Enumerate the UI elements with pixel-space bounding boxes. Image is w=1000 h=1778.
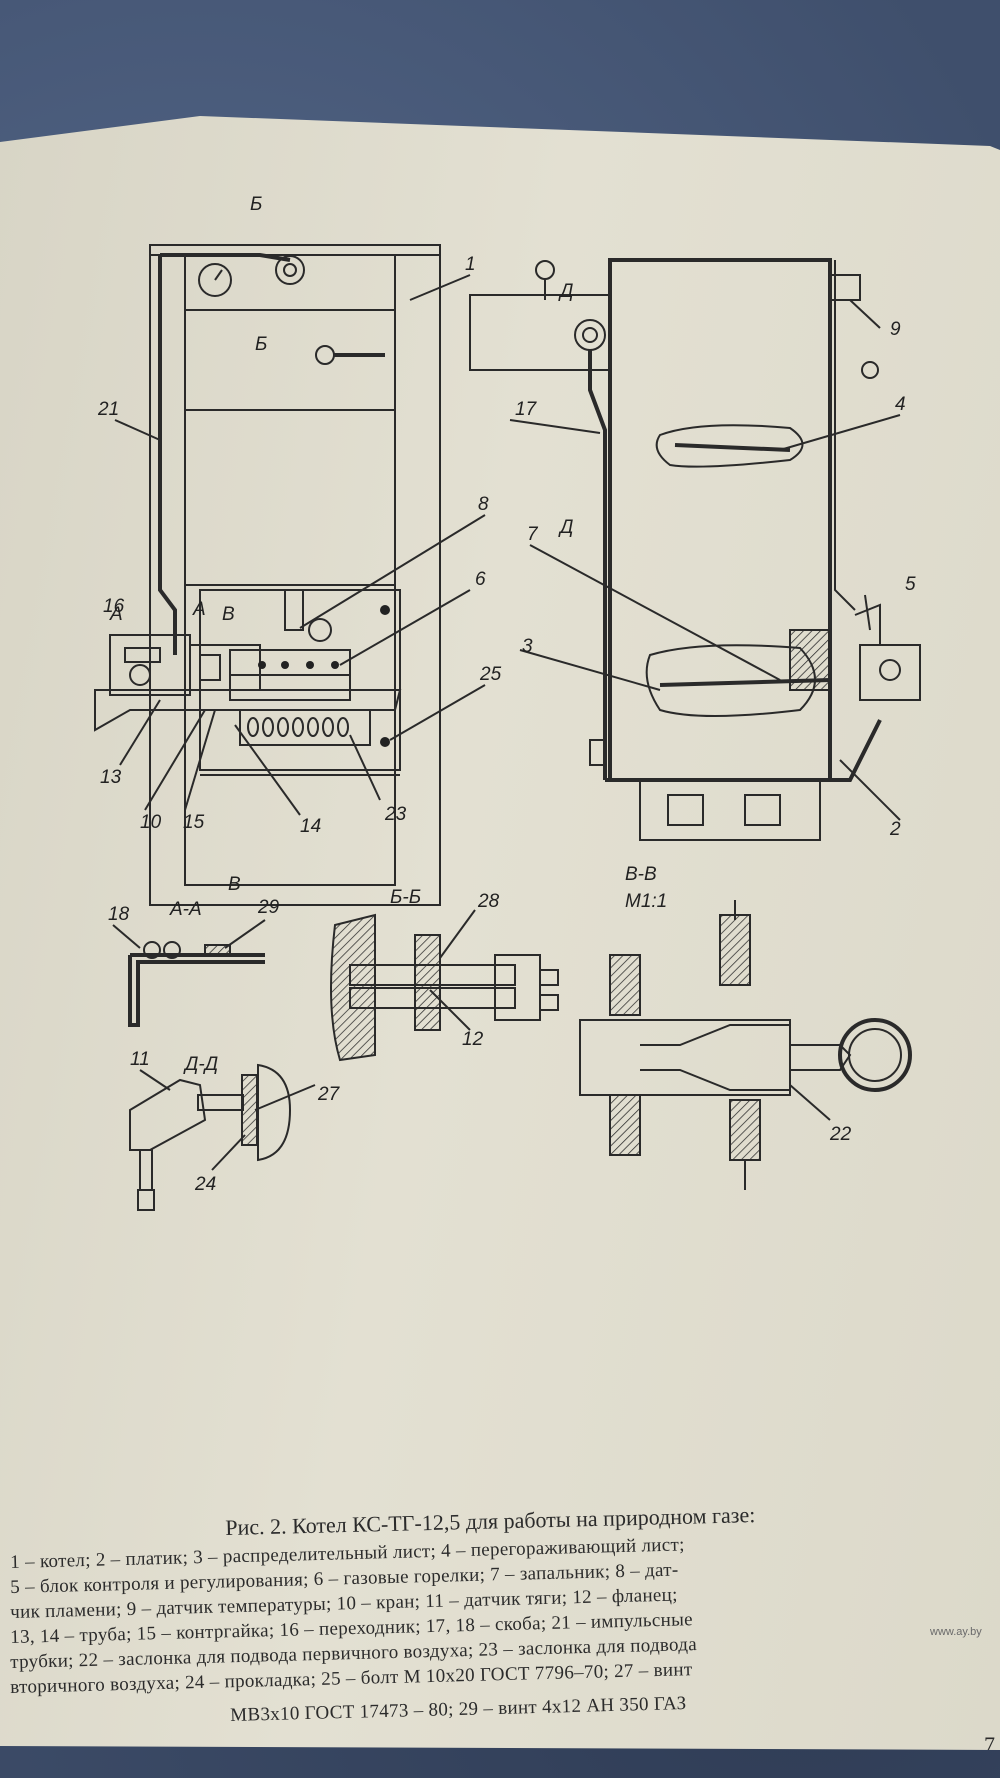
cut-mark-v-top: В <box>222 604 235 625</box>
section-title-vv: В-В <box>625 864 657 885</box>
cut-mark-d-top: Д <box>558 281 573 302</box>
page-number: 7 <box>984 1732 995 1757</box>
callout-10: 10 <box>140 812 162 833</box>
section-title-dd: Д-Д <box>183 1054 218 1075</box>
callout-2: 2 <box>889 819 901 840</box>
callout-7: 7 <box>527 524 539 545</box>
section-aa <box>128 941 265 1027</box>
cut-mark-a-right: А <box>192 599 206 620</box>
callout-29: 29 <box>257 897 280 918</box>
callout-5: 5 <box>905 574 916 595</box>
callout-1: 1 <box>465 254 476 275</box>
technical-drawing: Б Б А А В В Д Д А-А Б-Б В-В М1:1 Д-Д 1 2… <box>94 194 982 1638</box>
callout-18: 18 <box>108 904 130 925</box>
callout-13: 13 <box>100 767 122 788</box>
callout-22: 22 <box>829 1124 852 1145</box>
cut-mark-d-mid: Д <box>558 517 573 538</box>
callout-23: 23 <box>384 804 407 825</box>
callout-24: 24 <box>194 1174 216 1195</box>
front-view <box>94 244 441 906</box>
section-title-aa: А-А <box>169 899 202 920</box>
callout-9: 9 <box>890 319 901 340</box>
cut-mark-b-mid: Б <box>255 334 267 355</box>
section-bb <box>330 913 559 1062</box>
section-dd <box>129 1063 292 1211</box>
callout-4: 4 <box>895 394 906 415</box>
watermark: www.ay.by <box>929 1626 982 1638</box>
callout-14: 14 <box>300 816 321 837</box>
callout-3: 3 <box>522 636 533 657</box>
callout-21: 21 <box>97 399 119 420</box>
callout-11: 11 <box>130 1049 150 1070</box>
callout-15: 15 <box>183 812 205 833</box>
book-page: Б Б А А В В Д Д А-А Б-Б В-В М1:1 Д-Д 1 2… <box>0 116 1000 1750</box>
callout-27: 27 <box>317 1084 341 1105</box>
callout-6: 6 <box>475 569 486 590</box>
cut-mark-v-bottom: В <box>228 874 241 895</box>
callout-16: 16 <box>103 596 125 617</box>
callout-12: 12 <box>462 1029 484 1050</box>
leader-lines <box>112 274 901 1171</box>
cut-mark-a-left: А <box>109 604 123 625</box>
section-vv <box>579 900 912 1190</box>
callout-28: 28 <box>477 891 500 912</box>
callout-8: 8 <box>478 494 489 515</box>
section-scale: М1:1 <box>625 891 667 912</box>
cut-mark-b-top: Б <box>250 194 262 215</box>
section-title-bb: Б-Б <box>390 887 421 908</box>
callout-25: 25 <box>479 664 502 685</box>
callout-17: 17 <box>515 399 538 420</box>
side-view <box>469 258 921 841</box>
